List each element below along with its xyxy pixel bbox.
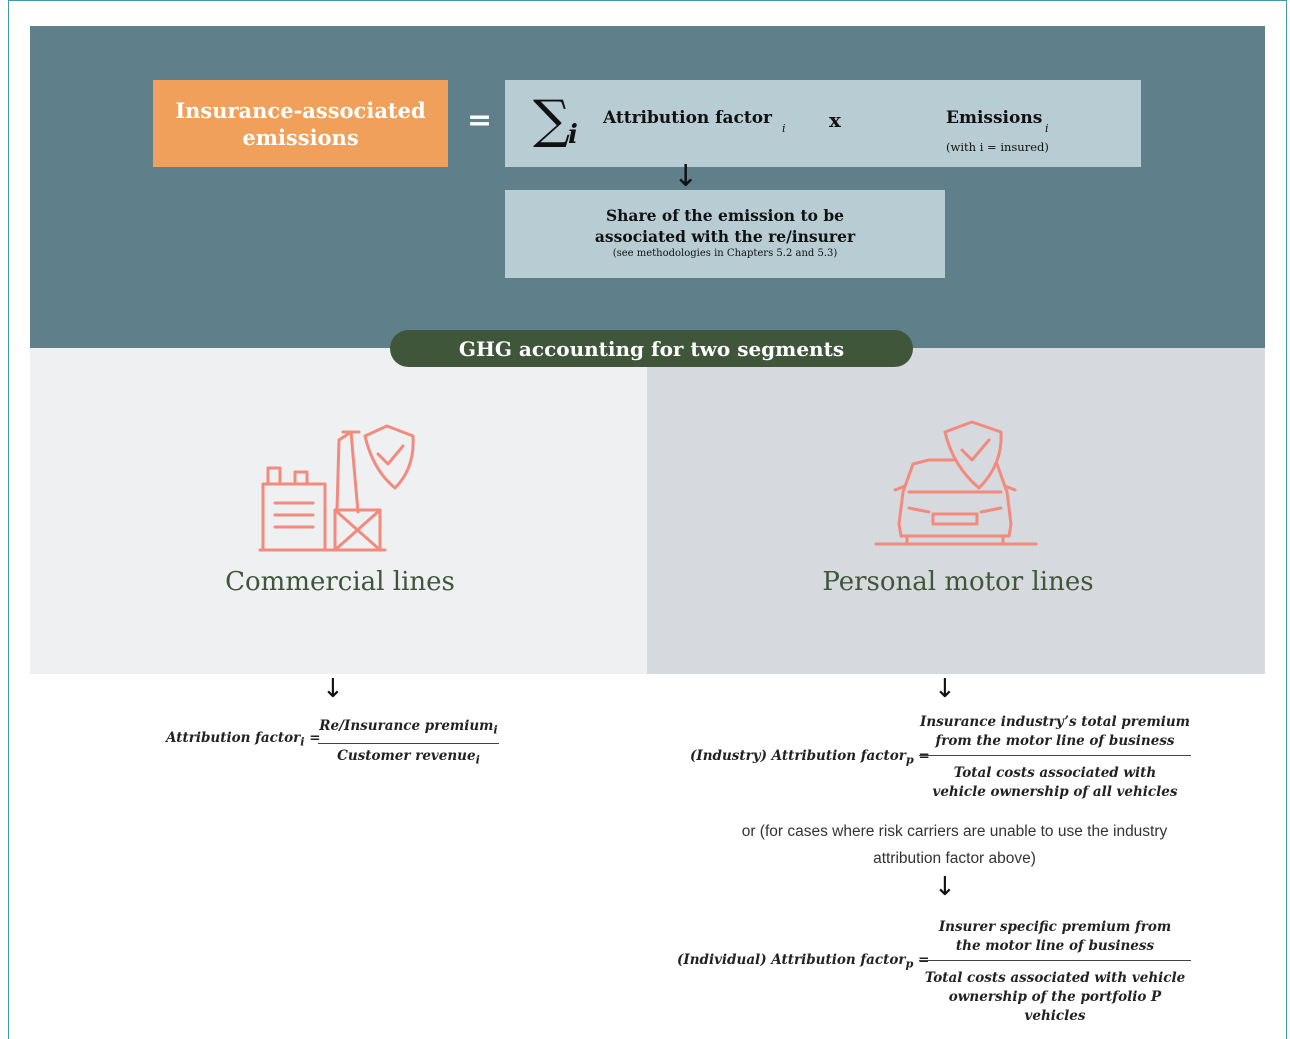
commercial-fraction-bar <box>318 742 499 744</box>
emissions-note: (with i = insured) <box>946 140 1049 154</box>
down-arrow-icon: ↓ <box>673 159 699 194</box>
individual-fraction-bar <box>919 960 1191 961</box>
segments-pill: GHG accounting for two segments <box>390 330 913 367</box>
industry-fraction-bar <box>919 755 1191 756</box>
sigma-symbol: ∑ <box>533 90 571 150</box>
multiply-sign: x <box>829 108 841 132</box>
industry-lhs-sub: p <box>905 752 914 767</box>
equals-sign: = <box>467 103 493 138</box>
industry-lhs-text: (Industry) Attribution factor <box>690 748 906 764</box>
individual-fraction: Insurer specific premium from the motor … <box>919 918 1191 1026</box>
share-note: (see methodologies in Chapters 5.2 and 5… <box>612 248 838 259</box>
personal-motor-lines-title: Personal motor lines <box>822 567 1094 597</box>
commercial-denominator-sub: i <box>475 752 480 767</box>
page-frame <box>8 0 1287 1039</box>
formula-panel <box>30 26 1265 348</box>
car-shield-icon <box>874 420 1038 546</box>
commercial-down-arrow-icon: ↓ <box>322 674 344 704</box>
industry-den-2: vehicle ownership of all vehicles <box>932 784 1178 800</box>
individual-num-1: Insurer specific premium from <box>938 919 1172 935</box>
individual-lhs-sub: p <box>905 956 914 971</box>
individual-formula-lhs: (Individual) Attribution factorp = <box>677 952 929 971</box>
individual-lhs-text: (Individual) Attribution factor <box>677 952 906 968</box>
emissions-subscript: i <box>1045 122 1049 135</box>
sigma-subscript: i <box>568 120 578 150</box>
commercial-formula-lhs: Attribution factori = <box>166 730 321 749</box>
formula-box <box>505 80 1141 167</box>
personal-panel <box>647 348 1265 674</box>
attribution-factor-label: Attribution factor <box>603 108 773 128</box>
individual-den-1: Total costs associated with vehicle <box>924 970 1186 986</box>
share-line-2: associated with the re/insurer <box>594 227 856 246</box>
personal-down-arrow-icon: ↓ <box>934 674 956 704</box>
commercial-lhs-sub: i <box>300 734 305 749</box>
commercial-lines-title: Commercial lines <box>225 567 455 597</box>
emissions-label: Emissions <box>946 108 1043 128</box>
commercial-denominator: Customer revenue <box>337 747 476 764</box>
insurance-emissions-box: Insurance-associated emissions <box>153 80 448 167</box>
industry-num-2: from the motor line of business <box>935 733 1175 749</box>
industry-formula-lhs: (Industry) Attribution factorp = <box>690 748 930 767</box>
individual-den-2: ownership of the portfolio P vehicles <box>948 989 1162 1024</box>
industry-lhs-eq: = <box>913 748 930 764</box>
individual-down-arrow-icon: ↓ <box>934 872 956 902</box>
industry-num-1: Insurance industry’s total premium <box>920 714 1190 730</box>
industry-den-1: Total costs associated with <box>953 765 1157 781</box>
or-alternative-text: or (for cases where risk carriers are un… <box>741 823 1168 867</box>
share-box: Share of the emission to be associated w… <box>505 190 945 278</box>
commercial-numerator: Re/Insurance premium <box>319 718 494 734</box>
commercial-numerator-sub: i <box>493 722 498 737</box>
factory-shield-icon <box>258 424 415 552</box>
industry-fraction: Insurance industry’s total premium from … <box>919 713 1191 802</box>
commercial-lhs-eq: = <box>304 730 321 746</box>
attribution-subscript: i <box>782 122 786 135</box>
individual-num-2: the motor line of business <box>955 938 1155 954</box>
commercial-lhs-text: Attribution factor <box>166 730 301 746</box>
commercial-fraction: Re/Insurance premiumi Customer revenuei <box>318 717 499 769</box>
share-line-1: Share of the emission to be <box>605 206 845 225</box>
insurance-emissions-label: Insurance-associated emissions <box>175 97 426 150</box>
